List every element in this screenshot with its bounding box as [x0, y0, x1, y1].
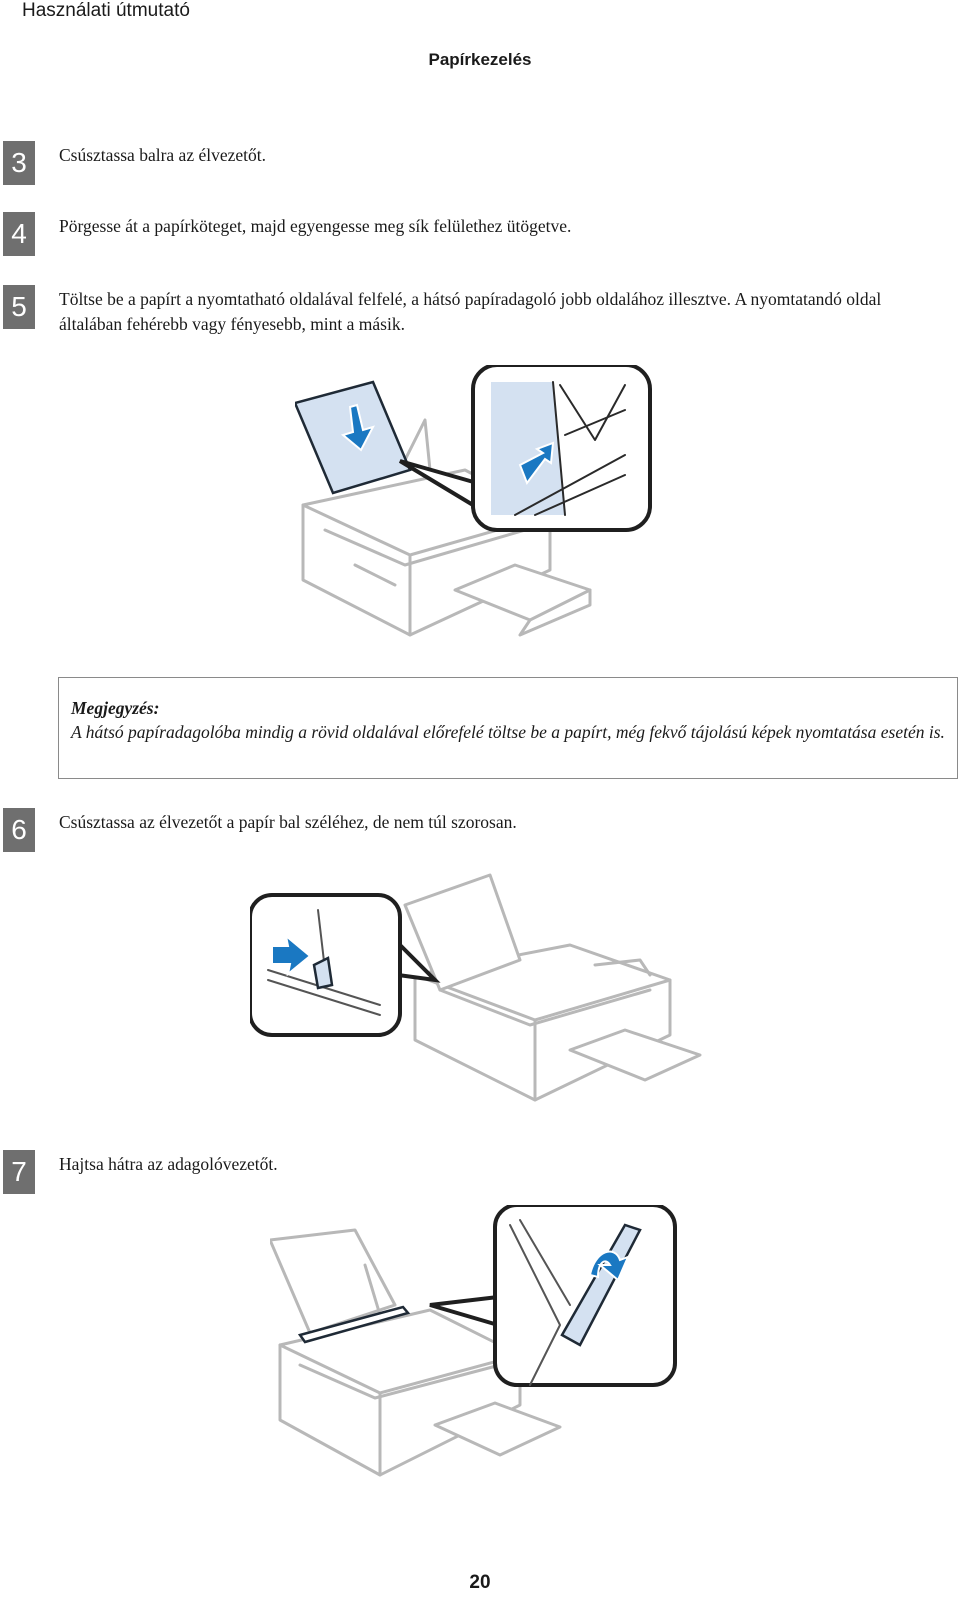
- printer-load-paper-illustration: [295, 365, 652, 637]
- note-label: Megjegyzés:: [71, 698, 160, 718]
- curved-arrow-icon: [588, 1250, 630, 1282]
- note-text: A hátsó papíradagolóba mindig a rövid ol…: [71, 722, 945, 742]
- step-number-5: 5: [3, 285, 35, 329]
- step-text-3: Csúsztassa balra az élvezetőt.: [59, 145, 266, 165]
- document-title: Használati útmutató: [22, 0, 190, 21]
- step-number-4: 4: [3, 212, 35, 256]
- down-arrow-icon: [340, 403, 375, 452]
- step-number-7: 7: [3, 1150, 35, 1194]
- step-number-3: 3: [3, 141, 35, 185]
- step-number-6: 6: [3, 808, 35, 852]
- feeder-guard: [297, 1305, 411, 1344]
- step-text-4: Pörgesse át a papírköteget, majd egyenge…: [59, 216, 572, 236]
- output-tray: [568, 1028, 702, 1082]
- step-text-6: Csúsztassa az élvezetőt a papír bal szél…: [59, 812, 517, 832]
- printer-feeder-guard-illustration: [270, 1205, 677, 1477]
- paper-sheet: [270, 1228, 397, 1335]
- right-arrow-icon: [518, 441, 555, 486]
- output-tray: [433, 1401, 562, 1457]
- step-text-5: Töltse be a papírt a nyomtatható oldaláv…: [59, 289, 882, 334]
- printer-edge-guide-illustration: [250, 873, 702, 1102]
- paper-sheet: [403, 873, 522, 992]
- right-arrow-icon: [271, 933, 312, 977]
- note-box: Megjegyzés: A hátsó papíradagolóba mindi…: [58, 677, 958, 779]
- step-text-7: Hajtsa hátra az adagolóvezetőt.: [59, 1154, 278, 1174]
- section-title: Papírkezelés: [428, 50, 532, 69]
- page-number: 20: [469, 1572, 491, 1593]
